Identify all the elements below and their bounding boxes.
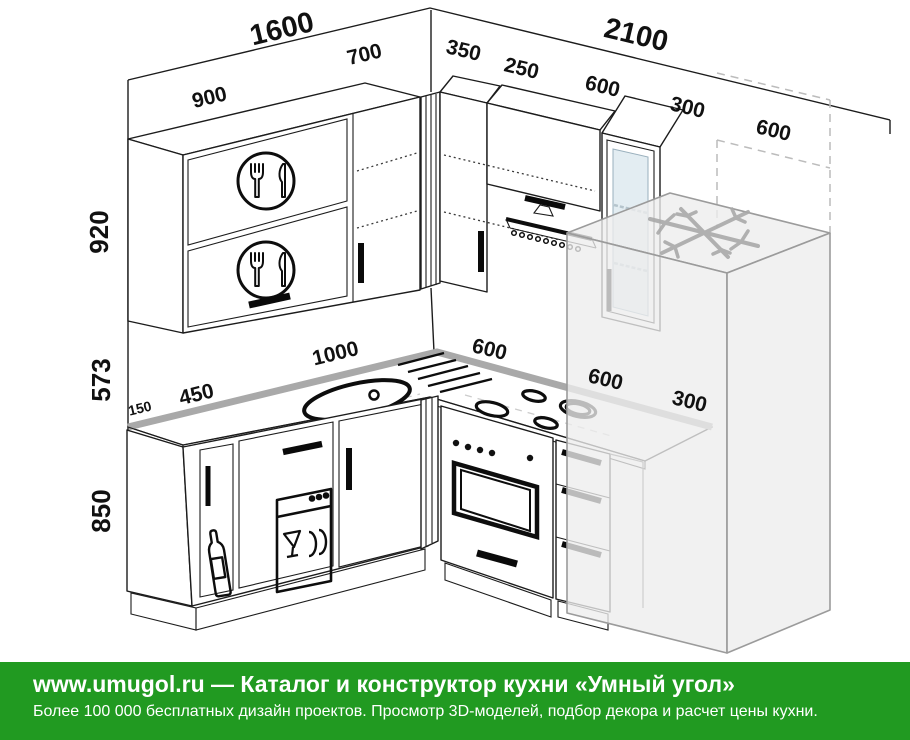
oven-handle	[476, 549, 518, 568]
dim-wall-350: 350	[444, 35, 483, 66]
bottle-cabinet-door	[199, 443, 234, 598]
snowflake-icon	[648, 207, 760, 259]
dim-wall-600: 600	[583, 71, 622, 102]
dim-height-920: 920	[84, 210, 114, 253]
dim-wall-900: 900	[190, 82, 229, 113]
dim-total-right: 2100	[601, 12, 671, 58]
dim-wall-700: 700	[345, 39, 384, 70]
dim-base-1000: 1000	[310, 337, 361, 370]
kitchen-3d-diagram: 1600 2100 900 700 350 250 600 300 600 92…	[84, 6, 891, 654]
base-cabinets-left-run	[126, 397, 429, 631]
footer-title: www.umugol.ru — Каталог и конструктор ку…	[33, 671, 735, 697]
fridge-space-dashed-outline	[716, 72, 831, 232]
door-handle	[282, 440, 323, 456]
cutlery-icon	[236, 151, 296, 211]
dim-total-left: 1600	[247, 6, 317, 52]
wall-cabinets-left-run	[127, 82, 441, 334]
wall-corner-post	[420, 91, 441, 290]
dim-height-850: 850	[86, 489, 116, 532]
door-handle	[248, 292, 291, 309]
dishwasher-door	[238, 421, 334, 589]
base-corner-post	[420, 395, 439, 550]
dim-wall-250: 250	[502, 53, 541, 84]
fridge	[566, 192, 831, 654]
oven-cabinet	[440, 405, 554, 599]
wall-door-upper	[187, 118, 348, 246]
footer-bar: www.umugol.ru — Каталог и конструктор ку…	[0, 662, 910, 740]
drainboard-lines	[397, 351, 493, 394]
dim-height-573: 573	[86, 358, 116, 401]
door-handle	[524, 195, 566, 210]
footer-subtitle: Более 100 000 бесплатных дизайн проектов…	[33, 703, 818, 720]
bottle-icon	[207, 529, 232, 598]
oven-icon	[451, 439, 540, 568]
dishwasher-icon	[275, 487, 333, 594]
dim-base-150: 150	[127, 398, 154, 419]
dim-fridge-600: 600	[754, 115, 793, 146]
wall-door-lower	[187, 206, 348, 328]
tap-hole	[368, 389, 380, 401]
